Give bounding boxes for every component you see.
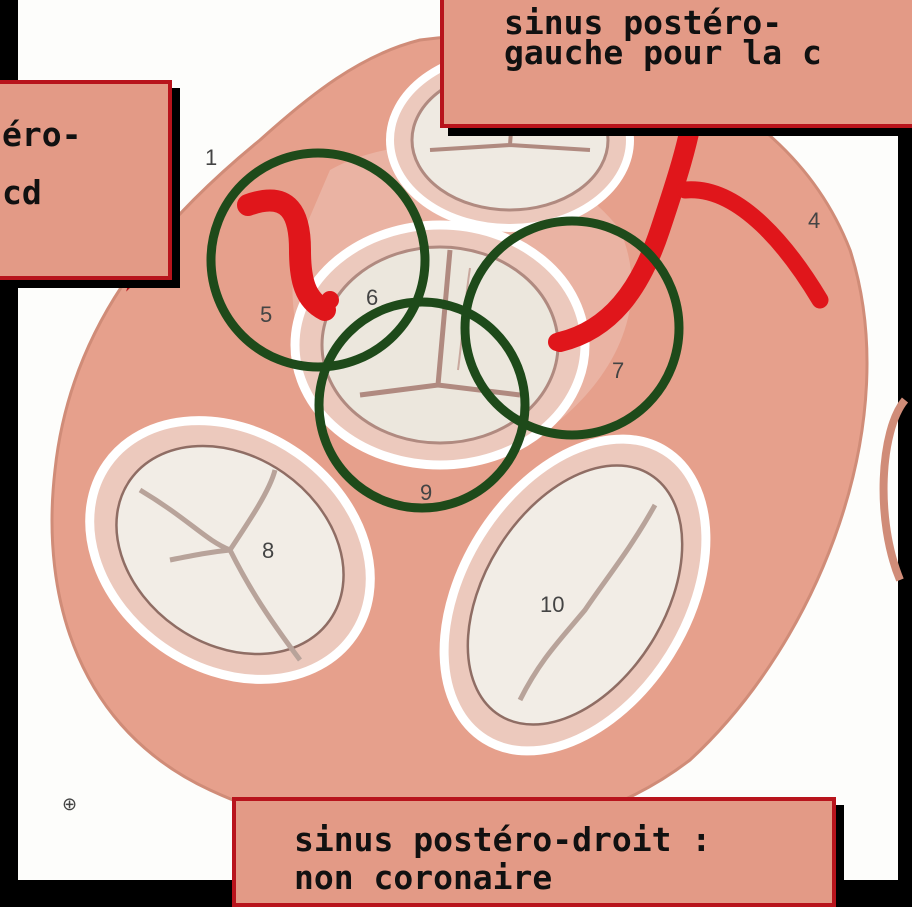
callout-left-posterior-sinus: sinus postéro- gauche pour la c xyxy=(440,0,912,128)
author-mark: ⊕ xyxy=(62,794,77,814)
callout-bottom-line2: non coronaire xyxy=(294,859,832,897)
label-8: 8 xyxy=(262,538,274,563)
label-4: 4 xyxy=(808,208,820,233)
label-9: 9 xyxy=(420,480,432,505)
callout-left-line1: éro- xyxy=(2,106,168,164)
callout-top-line2: gauche pour la c xyxy=(504,38,912,68)
label-5: 5 xyxy=(260,302,272,327)
right-coronary-ostium xyxy=(321,291,339,309)
callout-bottom-line1: sinus postéro-droit : xyxy=(294,821,832,859)
callout-left-line2: cd xyxy=(2,164,168,222)
label-6: 6 xyxy=(366,285,378,310)
label-1: 1 xyxy=(205,145,217,170)
callout-right-posterior-sinus: sinus postéro-droit : non coronaire xyxy=(232,797,836,907)
label-7: 7 xyxy=(612,358,624,383)
label-10: 10 xyxy=(540,592,564,617)
left-coronary-ostium xyxy=(548,333,566,351)
callout-anterior-sinus: éro- cd xyxy=(0,80,172,280)
